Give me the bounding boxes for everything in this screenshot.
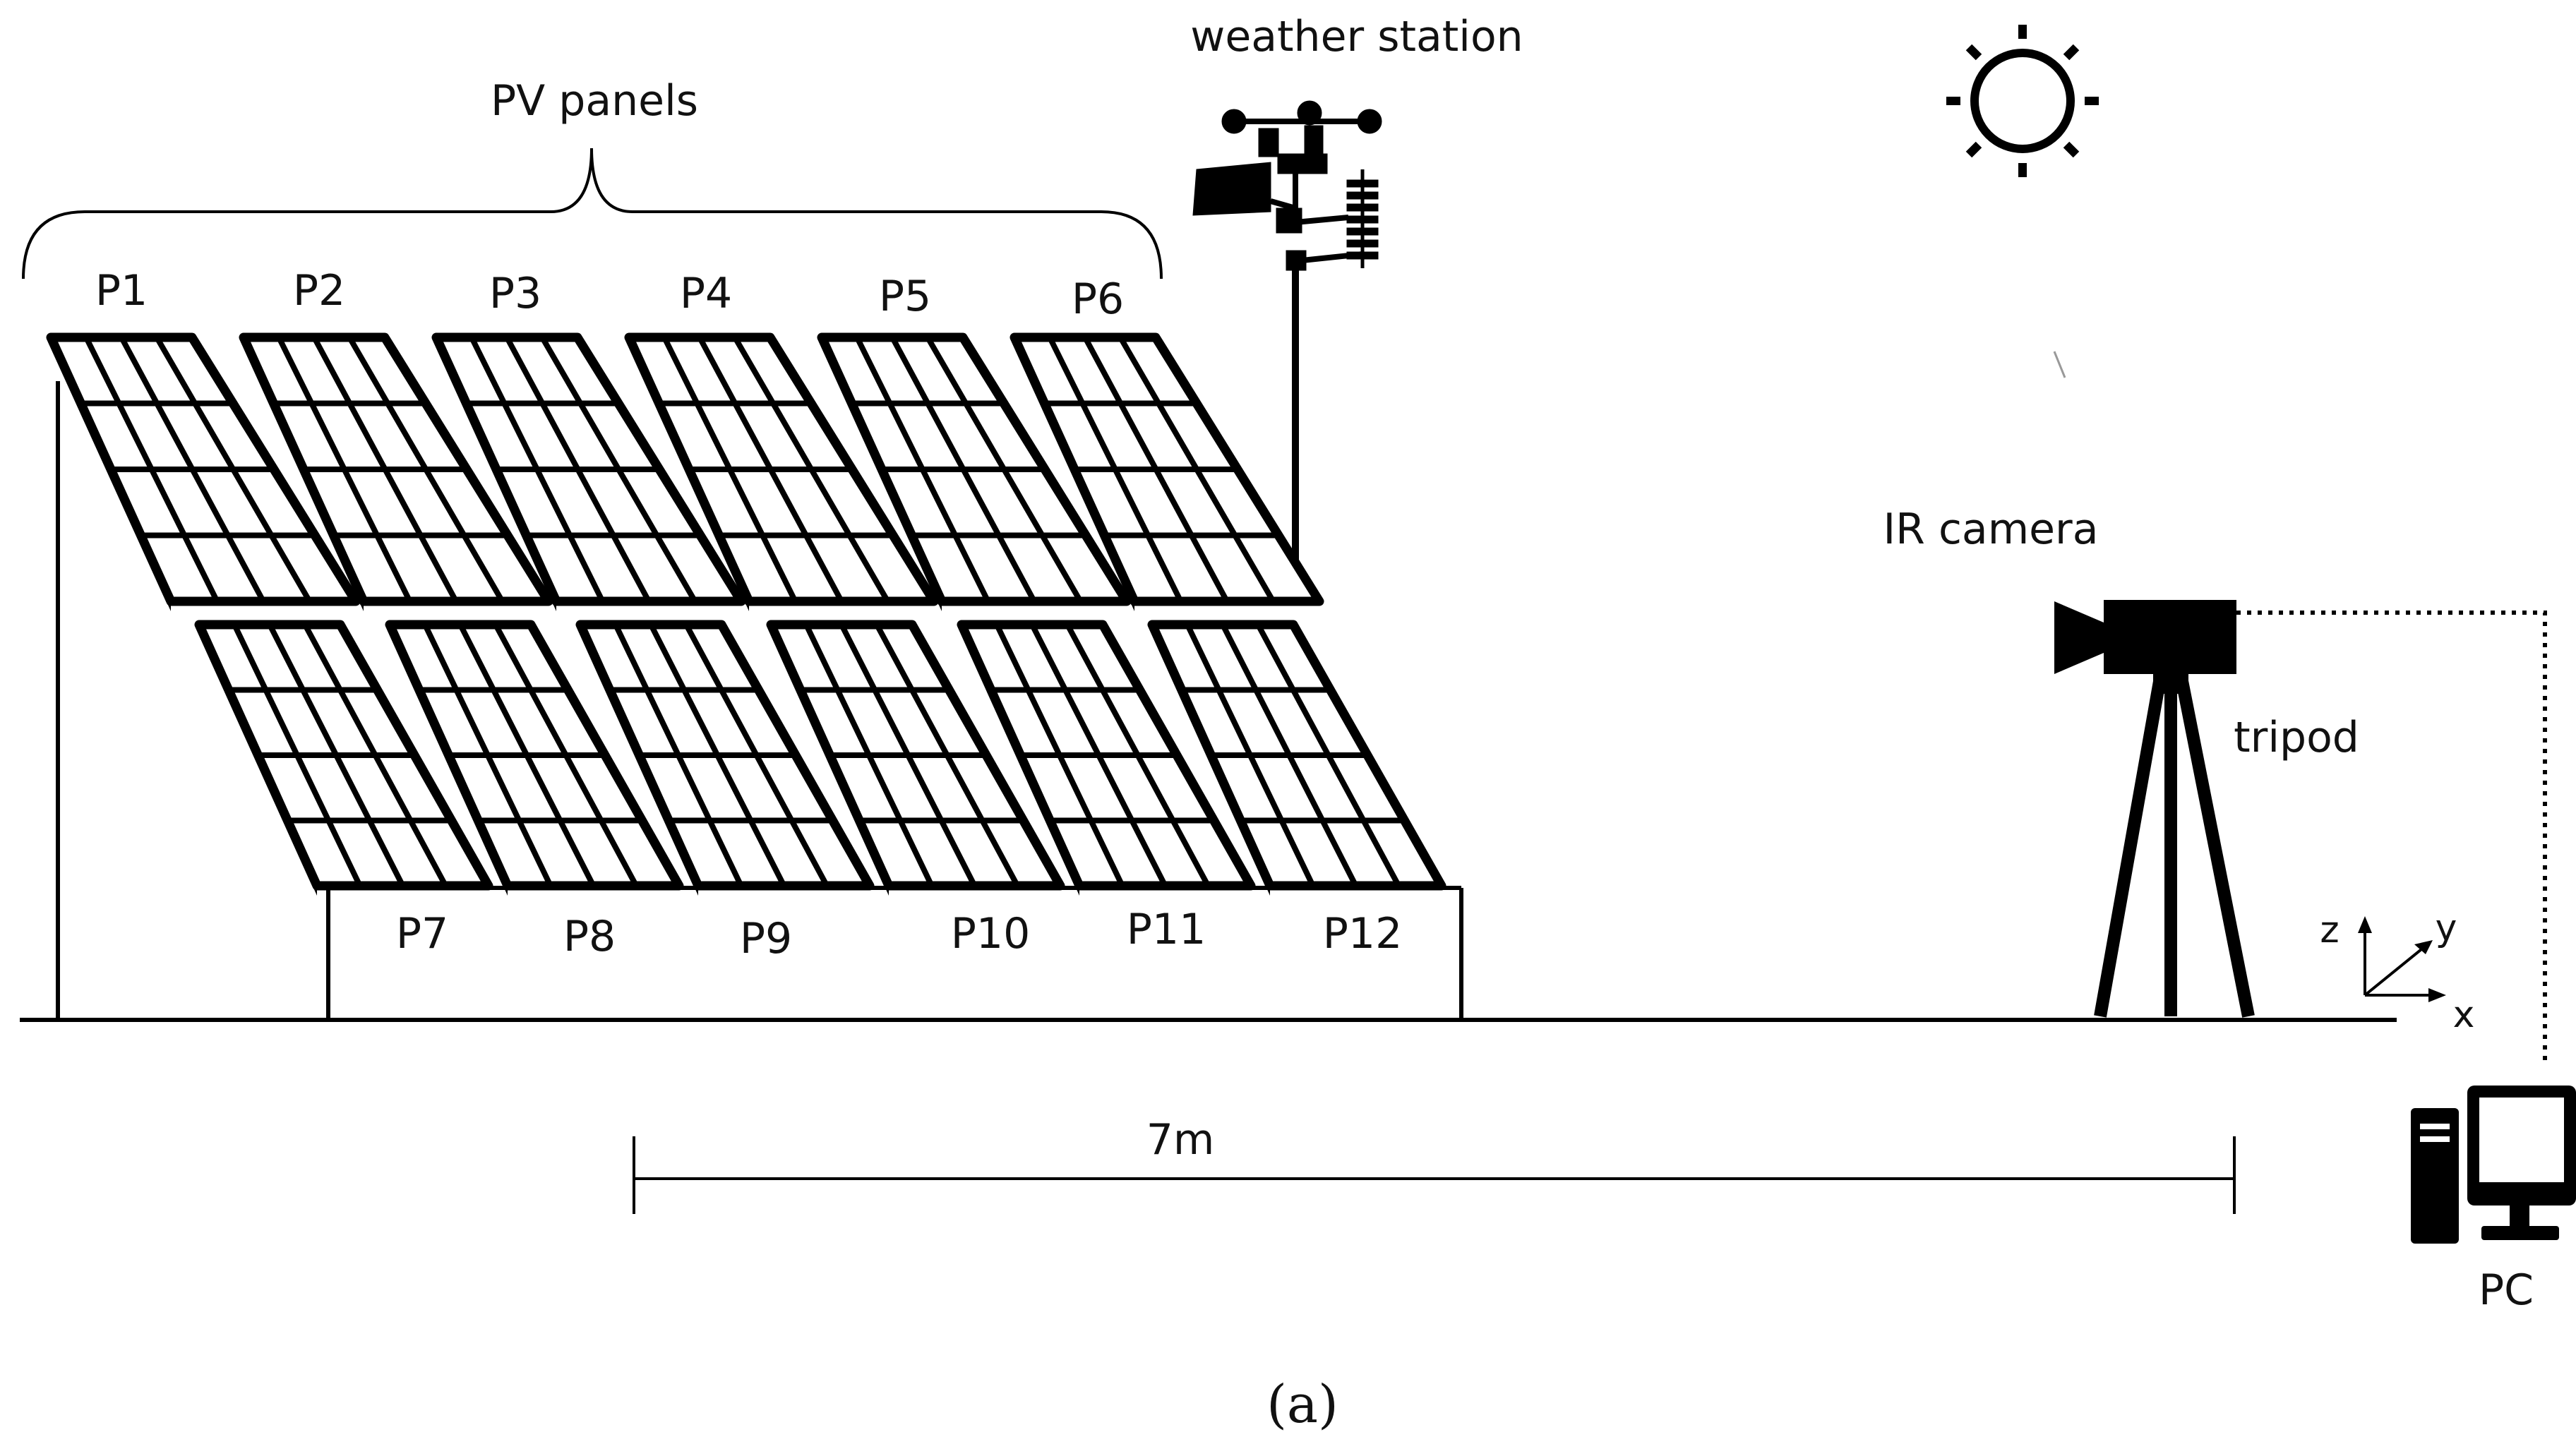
panel-labels-bottom: P7 P8 P9 P10 P11 P12 [396, 905, 1402, 963]
camera-icon [2054, 600, 2236, 674]
panel-label: P4 [680, 269, 732, 318]
panel-label: P7 [396, 909, 448, 958]
panel-label: P10 [951, 909, 1031, 958]
pv-panel [239, 332, 553, 611]
computer-icon [2411, 1086, 2576, 1244]
panel-label: P8 [563, 912, 616, 961]
panel-row-bottom [194, 620, 1446, 896]
panel-label: P5 [879, 272, 931, 321]
panel-label: P1 [95, 266, 148, 315]
pv-panels-brace [22, 148, 1163, 279]
stray-mark [2053, 351, 2066, 378]
panel-row-top [46, 332, 1324, 611]
ir-camera-label: IR camera [1883, 505, 2098, 554]
figure-caption: (a) [1266, 1374, 1338, 1435]
pv-panel [1147, 620, 1446, 896]
weather-station-label: weather station [1190, 12, 1523, 61]
panel-labels-top: P1 P2 P3 P4 P5 P6 [95, 266, 1124, 324]
panel-label: P3 [489, 269, 541, 318]
panel-label: P11 [1127, 905, 1206, 954]
axis-label-z: z [2320, 909, 2339, 951]
tripod-label: tripod [2234, 713, 2359, 762]
lower-frame [326, 886, 1463, 1020]
axis-label-x: x [2453, 994, 2475, 1036]
pv-panel [46, 332, 361, 611]
tripod-icon [2094, 674, 2255, 1018]
distance-label: 7m [1146, 1115, 1215, 1165]
pv-panel [575, 620, 875, 896]
sun-icon [1946, 25, 2099, 177]
pv-panel [817, 332, 1132, 611]
pv-panel [385, 620, 684, 896]
axis-label-y: y [2436, 907, 2457, 949]
pv-panel [957, 620, 1256, 896]
weather-station-icon [1192, 100, 1382, 271]
distance-dimension [633, 1136, 2236, 1214]
pv-panels-label: PV panels [491, 76, 698, 126]
axes-indicator [2358, 916, 2446, 1002]
pc-label: PC [2479, 1265, 2534, 1315]
pv-panel [194, 620, 493, 896]
panel-label: P9 [740, 914, 792, 963]
pv-panel [431, 332, 746, 611]
pv-panel [1010, 332, 1324, 611]
camera-pc-cable [2236, 611, 2547, 1066]
pv-panel [624, 332, 939, 611]
pv-panel [766, 620, 1065, 896]
panel-label: P12 [1323, 909, 1403, 958]
panel-label: P2 [293, 266, 345, 315]
panel-label: P6 [1072, 275, 1124, 324]
